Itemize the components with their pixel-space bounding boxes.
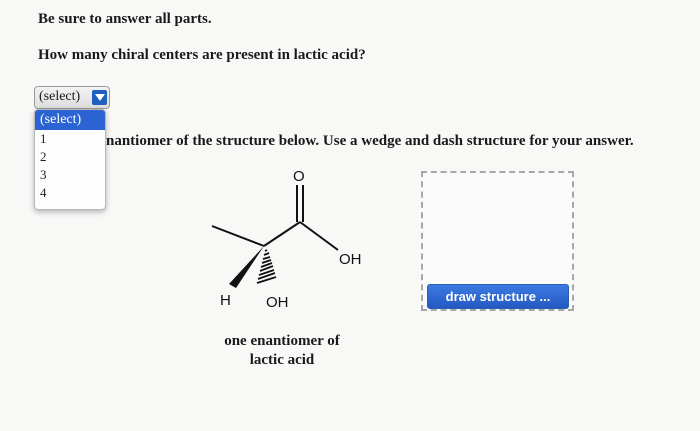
question-text: How many chiral centers are present in l…: [38, 47, 366, 63]
bond-c-oh: [299, 221, 339, 251]
caption-line-1: one enantiomer of: [224, 333, 340, 349]
select-value: (select): [39, 89, 81, 104]
chiral-centers-select[interactable]: (select): [34, 86, 110, 109]
atom-label-h: H: [220, 292, 231, 309]
bond-carbonyl-carbon: [263, 221, 301, 247]
bond-methyl: [211, 225, 265, 247]
part2-instruction: nantiomer of the structure below. Use a …: [106, 133, 634, 149]
select-option[interactable]: (select): [35, 110, 105, 130]
select-option[interactable]: 1: [40, 131, 47, 146]
caption-line-2: lactic acid: [249, 352, 315, 368]
atom-label-o: O: [293, 168, 305, 185]
dash-bond: [256, 249, 277, 284]
atom-label-oh-right: OH: [339, 251, 362, 268]
atom-label-oh-bottom: OH: [266, 294, 289, 311]
wedge-bond: [229, 246, 264, 288]
select-option[interactable]: 2: [40, 149, 47, 164]
lactic-acid-structure: O OH H OH: [211, 168, 362, 311]
select-option[interactable]: 3: [40, 167, 47, 182]
select-dropdown-list[interactable]: (select) 1 2 3 4: [34, 109, 106, 210]
chevron-down-icon: [92, 90, 107, 105]
draw-structure-button[interactable]: draw structure ...: [427, 284, 569, 309]
select-option[interactable]: 4: [40, 185, 47, 200]
structure-caption: one enantiomer of lactic acid: [212, 332, 352, 370]
instruction-text: Be sure to answer all parts.: [38, 11, 212, 27]
